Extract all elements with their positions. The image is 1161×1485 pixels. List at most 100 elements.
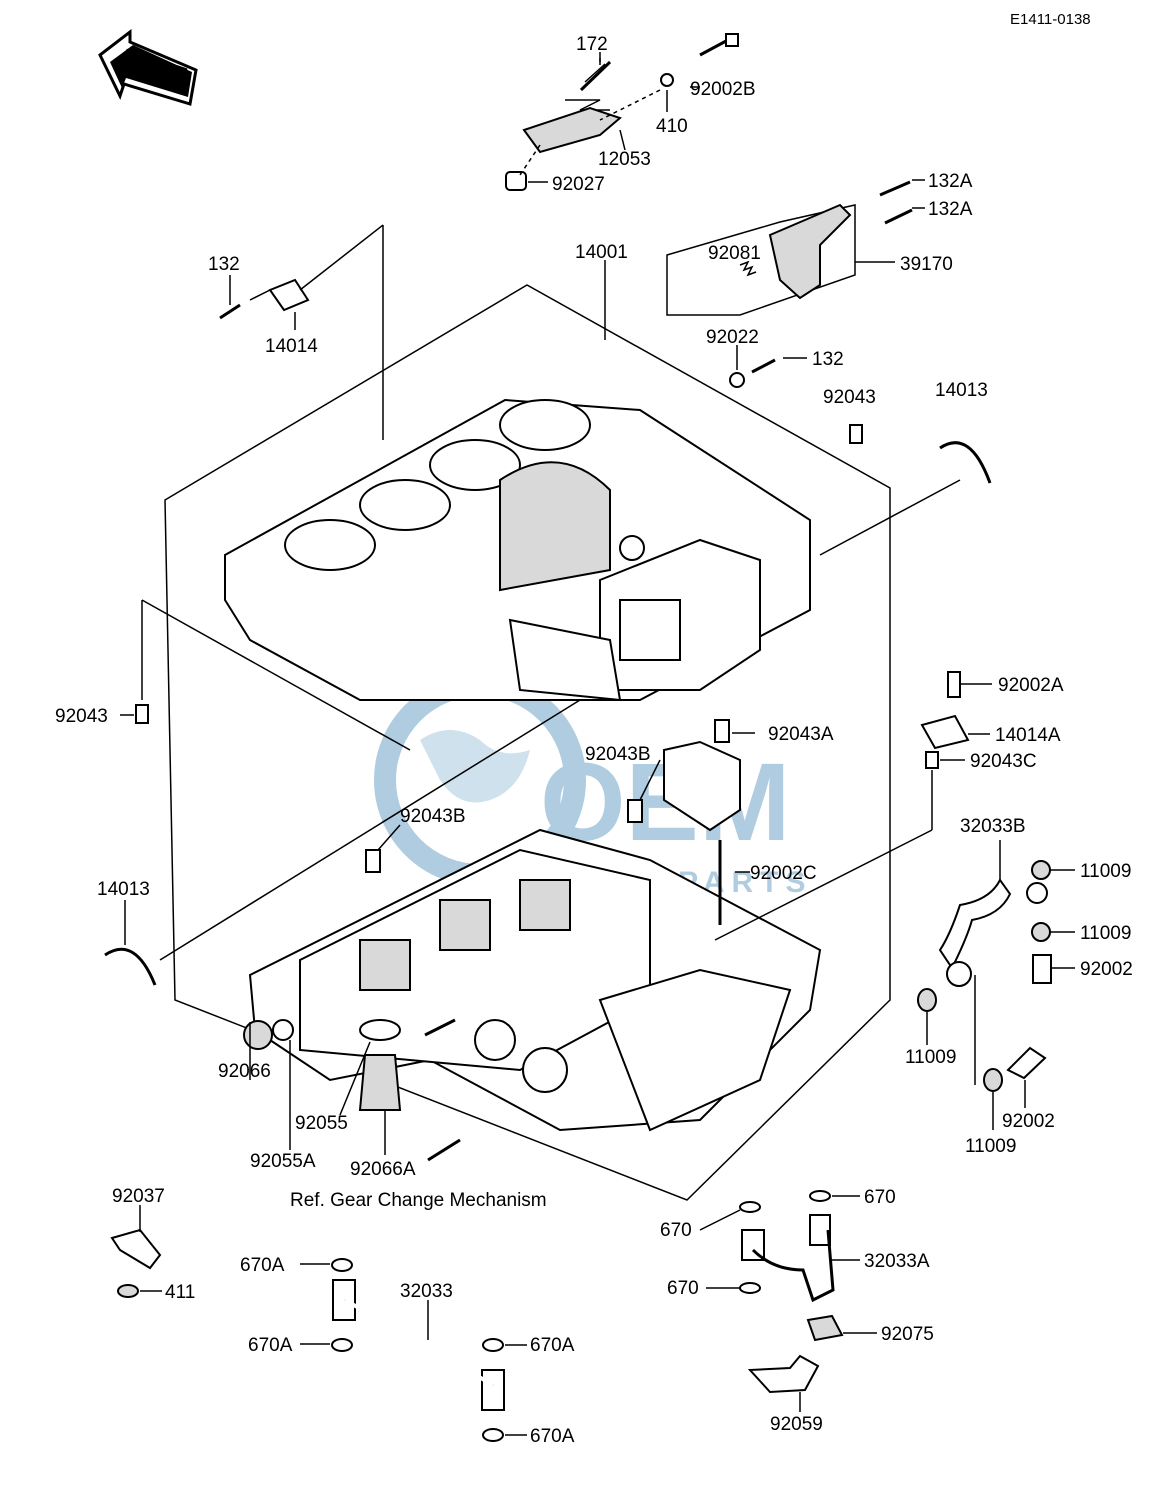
washer-92022-icon xyxy=(729,372,745,388)
o-ring-670A-3-icon xyxy=(482,1338,504,1352)
label-14013-right: 14013 xyxy=(935,380,988,401)
label-92037: 92037 xyxy=(112,1186,165,1207)
oil-pipe-32033A-icon xyxy=(741,1214,835,1303)
seal-14013-right-icon xyxy=(939,441,992,484)
seal-14013-left-icon xyxy=(104,947,157,986)
label-92027: 92027 xyxy=(552,174,605,195)
chain-guide-39170-icon xyxy=(768,203,852,300)
label-670-3: 670 xyxy=(667,1278,699,1299)
plate-14014A-icon xyxy=(920,714,970,750)
oil-pipe-32033B-icon xyxy=(938,878,1012,970)
label-12053: 12053 xyxy=(598,149,651,170)
label-132-mid: 132 xyxy=(812,349,844,370)
washer-11009-b-icon xyxy=(1031,922,1051,942)
dowel-92043-top-icon xyxy=(849,424,863,444)
bolt-132-mid-icon xyxy=(751,358,776,374)
oil-pipe-32033-icon xyxy=(332,1279,505,1411)
label-92002-1: 92002 xyxy=(1080,959,1133,980)
label-92066A: 92066A xyxy=(350,1159,416,1180)
gasket-92055A-icon xyxy=(272,1019,294,1041)
label-32033A: 32033A xyxy=(864,1251,930,1272)
dowel-92043A-icon xyxy=(714,719,730,743)
label-670-1: 670 xyxy=(864,1187,896,1208)
label-92081: 92081 xyxy=(708,243,761,264)
label-92043C: 92043C xyxy=(970,751,1037,772)
front-arrow-icon: FRONT xyxy=(98,28,198,106)
plug-92066A-icon xyxy=(358,1054,402,1111)
o-ring-670A-2-icon xyxy=(331,1338,353,1352)
label-670A-1: 670A xyxy=(240,1255,285,1276)
label-11009-4: 11009 xyxy=(965,1136,1016,1157)
label-92002-2: 92002 xyxy=(1002,1111,1055,1132)
collar-92027-icon xyxy=(505,171,527,191)
label-92043B-2: 92043B xyxy=(400,806,466,827)
label-411: 411 xyxy=(165,1282,195,1303)
bearing-cap-icon xyxy=(663,740,741,832)
upper-crankcase xyxy=(224,398,811,702)
label-670A-2: 670A xyxy=(248,1335,293,1356)
label-92002B: 92002B xyxy=(690,79,756,100)
label-92055A: 92055A xyxy=(250,1151,316,1172)
label-39170: 39170 xyxy=(900,254,953,275)
dowel-92043C-icon xyxy=(925,751,939,769)
label-172: 172 xyxy=(576,34,608,55)
bolt-92002B-icon xyxy=(699,33,739,57)
washer-11009-d-icon xyxy=(983,1068,1003,1092)
clamp-92037-icon xyxy=(110,1228,162,1270)
stud-172-icon xyxy=(579,60,612,92)
label-11009-1: 11009 xyxy=(1080,861,1131,882)
bolt-132-icon xyxy=(219,303,241,320)
o-ring-670-3-icon xyxy=(739,1282,761,1294)
label-132A-2: 132A xyxy=(928,199,973,220)
clamp-92075-icon xyxy=(806,1314,844,1342)
label-670-2: 670 xyxy=(660,1220,692,1241)
washer-11009-c-icon xyxy=(917,988,937,1012)
washer-410-icon xyxy=(660,73,674,87)
part-labels: 172 92002B 410 12053 92027 132A 132A 920… xyxy=(55,34,1133,1447)
label-670A-3: 670A xyxy=(530,1335,575,1356)
label-92043-top: 92043 xyxy=(823,387,876,408)
plug-92066-icon xyxy=(243,1020,273,1050)
bracket-12053-icon xyxy=(522,106,622,154)
o-ring-670-1-icon xyxy=(809,1190,831,1202)
washer-11009-a-icon xyxy=(1031,860,1051,880)
dowel-92043-left-icon xyxy=(135,704,149,724)
label-670A-4: 670A xyxy=(530,1426,575,1447)
label-14014A: 14014A xyxy=(995,725,1061,746)
label-92055: 92055 xyxy=(295,1113,348,1134)
bolt-92002-a-icon xyxy=(1032,954,1052,984)
o-ring-670-2-icon xyxy=(739,1201,761,1213)
label-132-top: 132 xyxy=(208,254,240,275)
label-14013-left: 14013 xyxy=(97,879,150,900)
dowel-92043B-right-icon xyxy=(627,799,643,823)
label-92066: 92066 xyxy=(218,1061,271,1082)
label-14001: 14001 xyxy=(575,242,628,263)
ref-gear-change-text: Ref. Gear Change Mechanism xyxy=(290,1190,547,1211)
gasket-92055-icon xyxy=(359,1019,401,1041)
bolt-132A-icon xyxy=(879,180,913,225)
o-ring-670A-1-icon xyxy=(331,1258,353,1272)
label-92043A: 92043A xyxy=(768,724,834,745)
label-92002A: 92002A xyxy=(998,675,1064,696)
label-92075: 92075 xyxy=(881,1324,934,1345)
label-92002C: 92002C xyxy=(750,863,817,884)
bolt-92002A-icon xyxy=(947,671,961,698)
o-ring-670A-4-icon xyxy=(482,1428,504,1442)
dowel-92043B-left-icon xyxy=(365,849,381,873)
leader-lines xyxy=(120,52,1075,1436)
plate-14014-icon xyxy=(268,278,310,312)
label-14014: 14014 xyxy=(265,336,318,357)
label-11009-3: 11009 xyxy=(905,1047,956,1068)
diagram-code: E1411-0138 xyxy=(1010,11,1091,28)
label-92043B-1: 92043B xyxy=(585,744,651,765)
spring-92081-icon xyxy=(739,260,757,277)
label-32033: 32033 xyxy=(400,1281,453,1302)
label-92059: 92059 xyxy=(770,1414,823,1435)
label-132A-1: 132A xyxy=(928,171,973,192)
washer-411-icon xyxy=(117,1284,139,1298)
label-11009-2: 11009 xyxy=(1080,923,1131,944)
label-92022: 92022 xyxy=(706,327,759,348)
crankcase-outline xyxy=(164,284,891,1201)
label-32033B: 32033B xyxy=(960,816,1026,837)
